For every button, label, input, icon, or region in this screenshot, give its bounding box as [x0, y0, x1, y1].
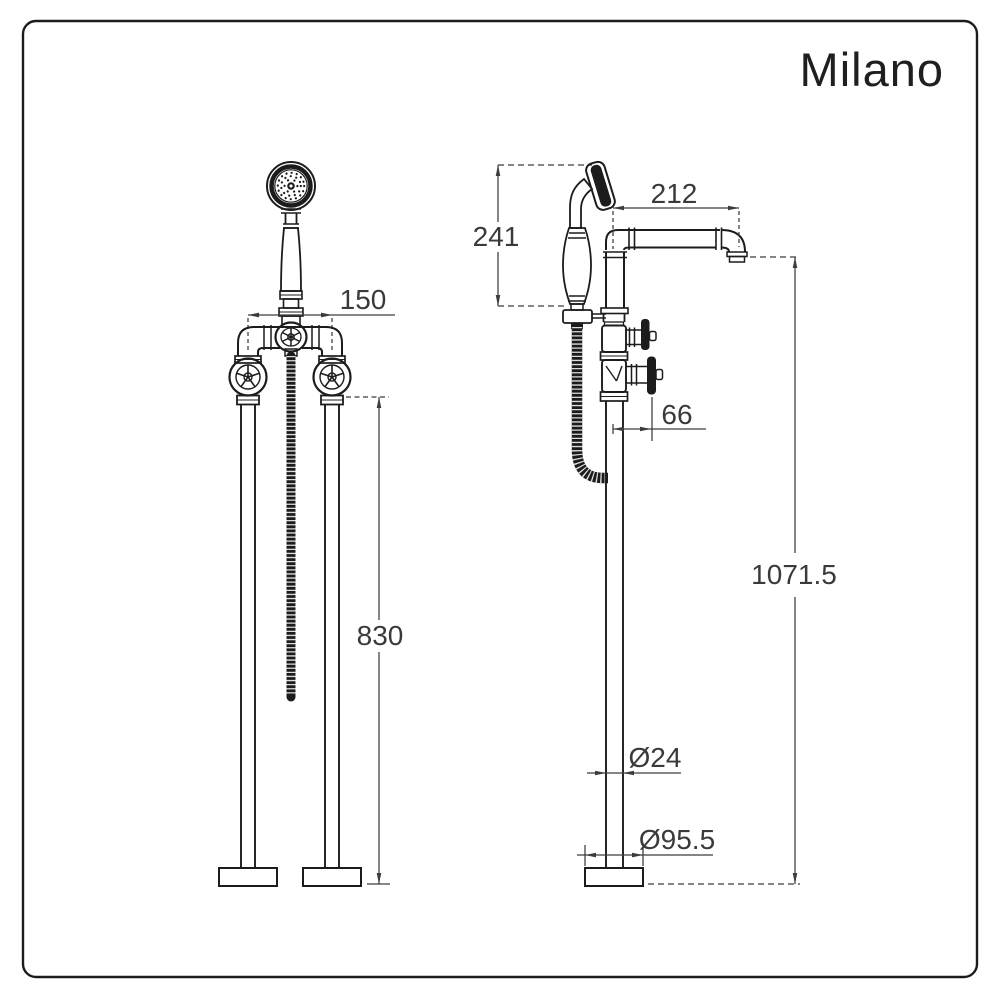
shower-hose-side: [571, 327, 608, 484]
handwheel-left: [228, 357, 268, 397]
tee-manifold: [237, 325, 343, 356]
brand-logo: Milano: [800, 43, 944, 96]
dimension-inlet-height: 830: [346, 396, 404, 885]
mixer-column: [584, 307, 664, 887]
valve-handle-top: [641, 319, 650, 350]
valve-handle-bottom: [647, 356, 656, 395]
dim-label-spout-reach: 212: [651, 178, 698, 209]
dim-label-inlet-height: 830: [357, 620, 404, 651]
dim-label-base-diameter: Ø95.5: [639, 824, 715, 855]
spout: [603, 227, 748, 308]
dim-label-handset-height: 241: [473, 221, 520, 252]
dimension-pipe-diameter: Ø24: [587, 742, 682, 776]
shower-hose-front: [284, 348, 298, 702]
page-border: [21, 19, 979, 979]
floor-flange-left: [218, 867, 278, 887]
dim-label-handle-offset: 66: [661, 399, 692, 430]
handset-holder: [562, 309, 593, 324]
dim-label-pipe-diameter: Ø24: [629, 742, 682, 773]
dimension-overall-height: 1071.5: [648, 256, 837, 885]
front-view-drawing: 150 830: [218, 161, 404, 887]
handwheel-right: [312, 357, 352, 397]
floor-flange-right: [302, 867, 362, 887]
dimension-pipe-spacing: 150: [248, 284, 395, 318]
handset-head: [266, 161, 316, 211]
dimension-base-diameter: Ø95.5: [577, 824, 715, 866]
spray-nozzle-dots: [276, 171, 306, 201]
side-view-drawing: 241: [473, 160, 837, 887]
dim-label-overall-height: 1071.5: [751, 559, 837, 590]
dimension-handle-offset: 66: [612, 397, 706, 441]
floor-flange-side: [584, 867, 644, 887]
standpipes: [240, 404, 340, 868]
dim-extension-lines: [247, 318, 333, 352]
dimension-spout-reach: 212: [612, 178, 740, 249]
dim-label-pipe-spacing: 150: [340, 284, 387, 315]
diverter-wheel: [274, 321, 308, 353]
handset-side: [562, 160, 616, 329]
handset-handle: [278, 208, 304, 328]
dimension-handset-height: 241: [473, 164, 592, 307]
